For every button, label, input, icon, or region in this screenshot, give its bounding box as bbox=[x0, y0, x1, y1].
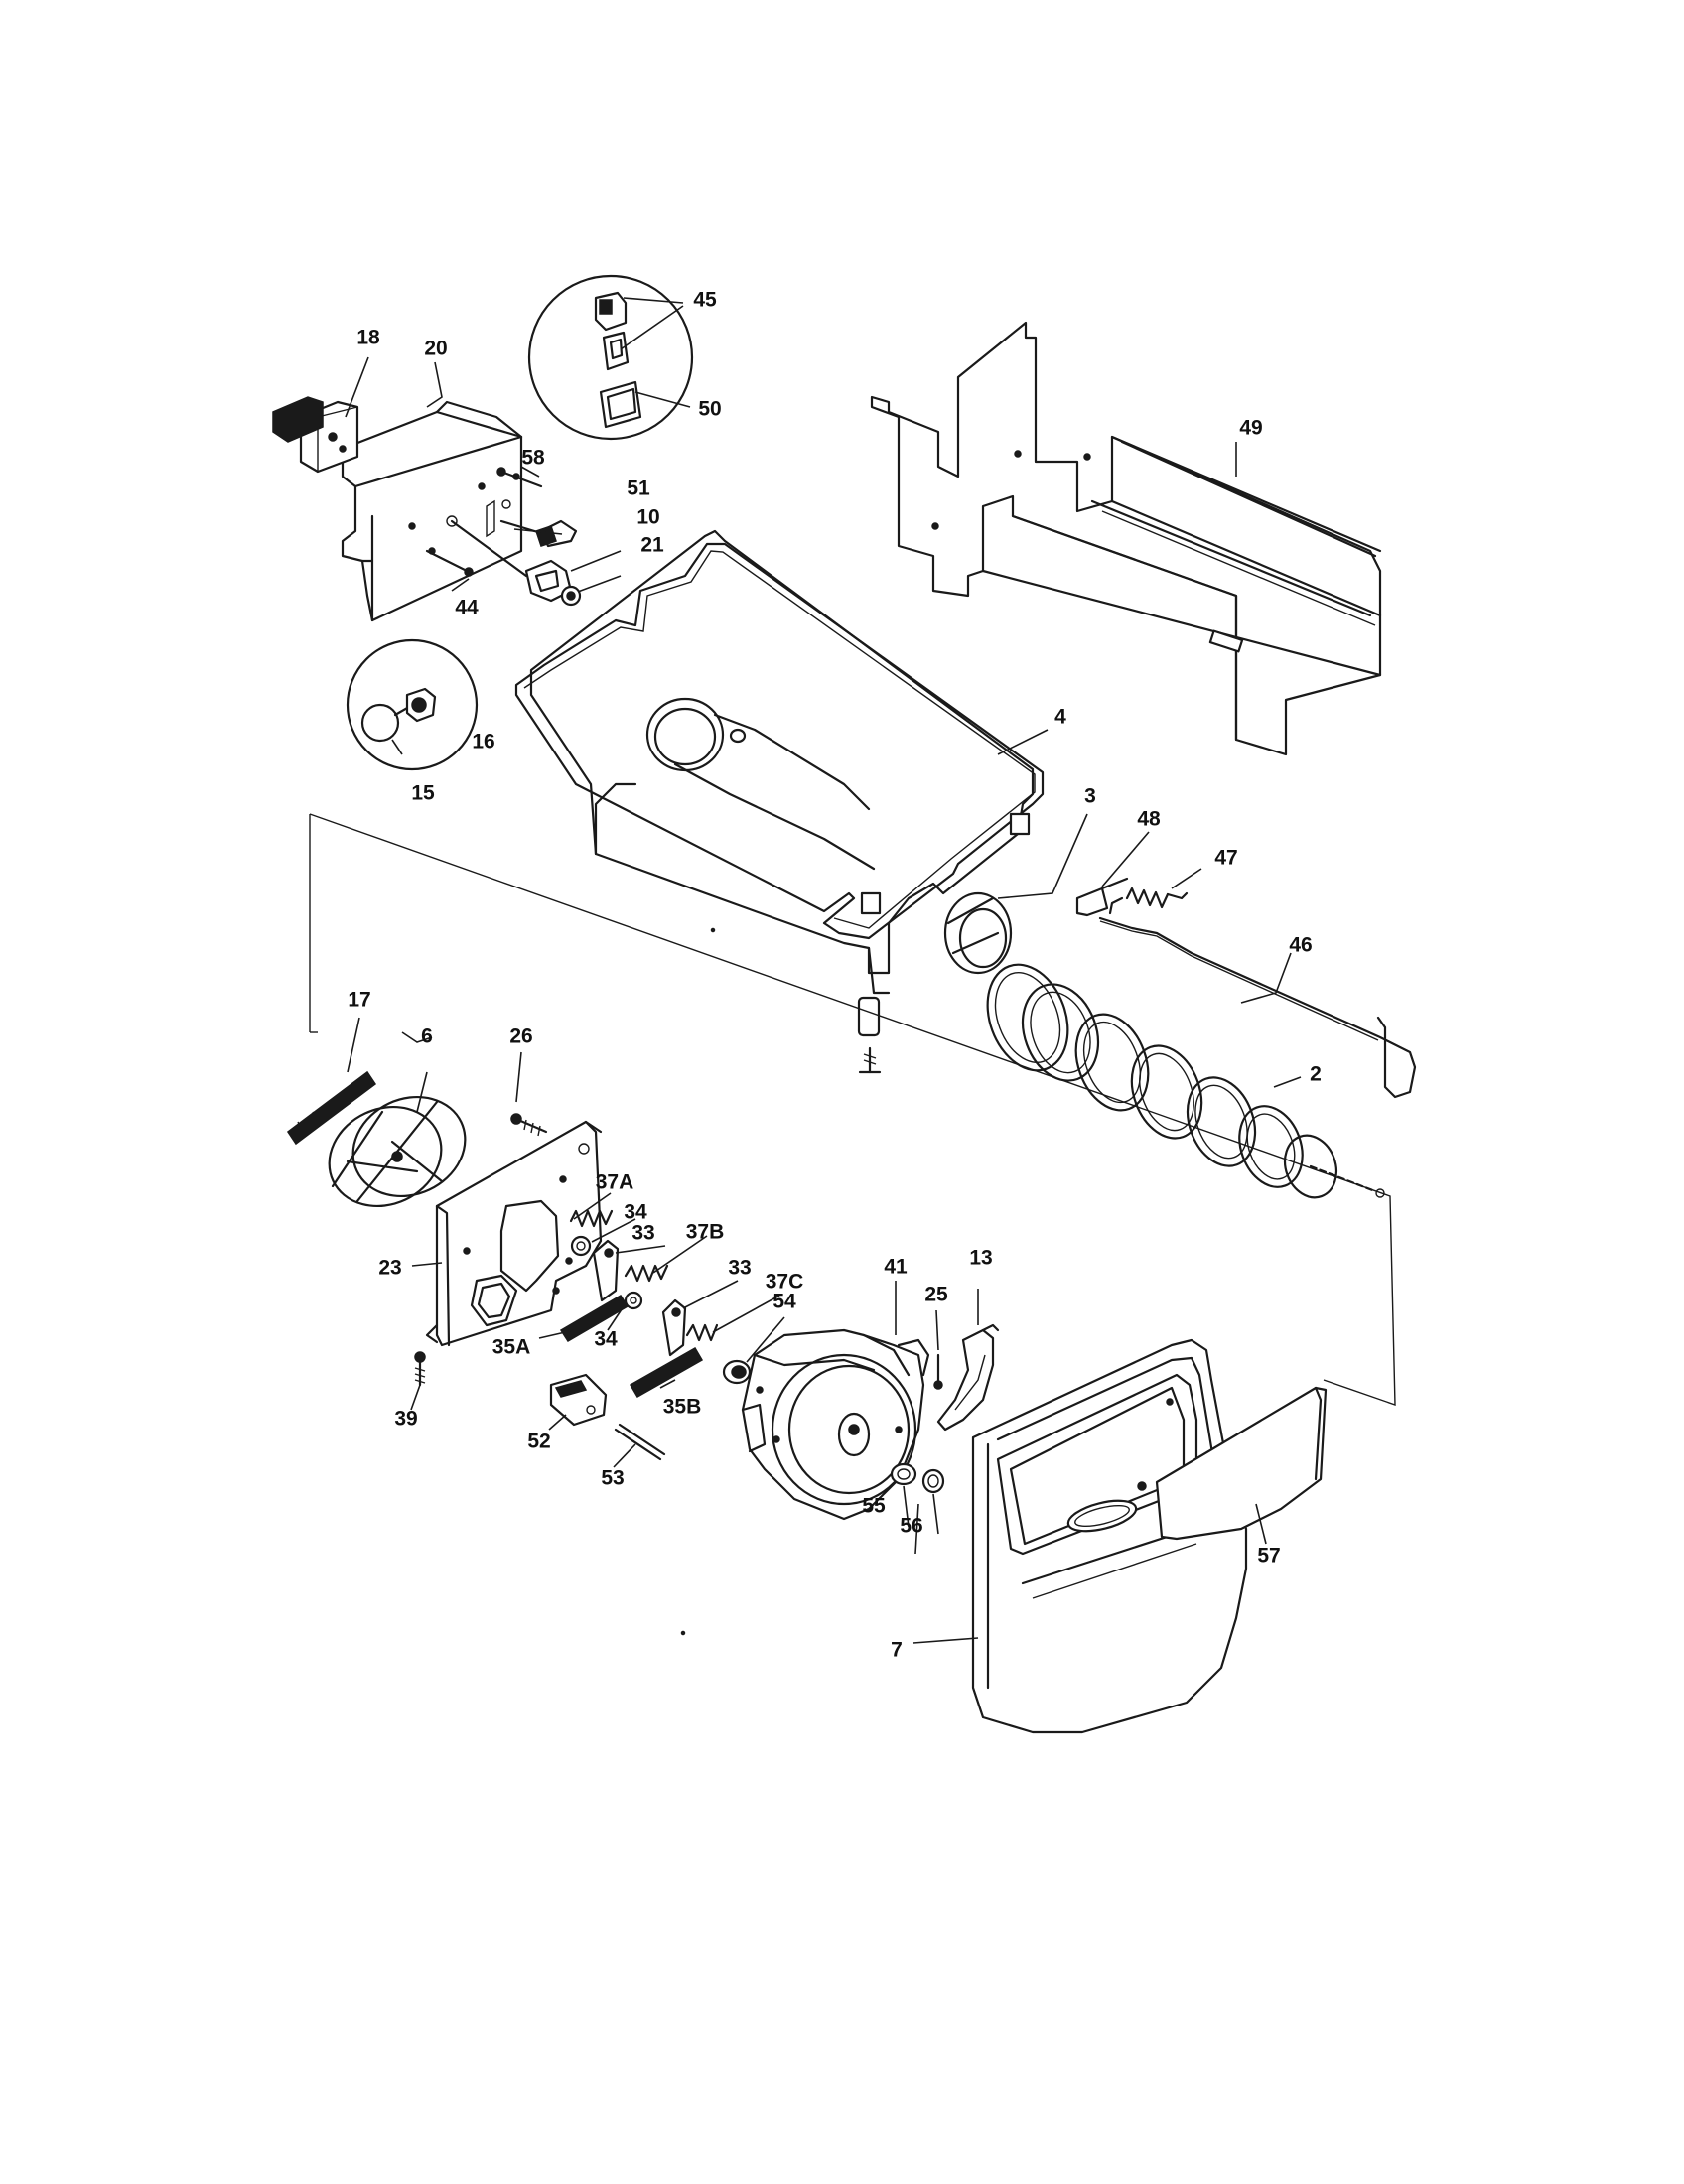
callout-4: 4 bbox=[1054, 706, 1066, 729]
part-49-bracket bbox=[870, 321, 1382, 756]
callout-48: 48 bbox=[1137, 808, 1161, 831]
callout-34b: 34 bbox=[594, 1328, 618, 1351]
part-44-screw bbox=[425, 549, 474, 577]
callout-33a: 33 bbox=[632, 1222, 654, 1245]
callout-26: 26 bbox=[509, 1025, 532, 1048]
callout-46: 46 bbox=[1289, 934, 1312, 957]
callout-49: 49 bbox=[1239, 417, 1262, 440]
callout-17: 17 bbox=[348, 989, 370, 1012]
callout-58: 58 bbox=[521, 447, 545, 470]
callout-41: 41 bbox=[884, 1256, 908, 1279]
part-54-bushing bbox=[722, 1359, 752, 1385]
callout-47: 47 bbox=[1214, 847, 1237, 870]
part-33-lever-lower bbox=[661, 1298, 687, 1357]
part-2-auger-coil bbox=[986, 963, 1385, 1199]
callout-56: 56 bbox=[900, 1515, 922, 1538]
callout-35A: 35A bbox=[492, 1336, 531, 1359]
callout-53: 53 bbox=[601, 1467, 624, 1490]
part-6-wheel bbox=[328, 1095, 467, 1208]
leader-lines bbox=[345, 297, 1302, 1644]
part-47-spring bbox=[1108, 887, 1189, 915]
callout-51: 51 bbox=[627, 478, 650, 500]
callout-21: 21 bbox=[640, 534, 664, 557]
part-58-screw bbox=[496, 467, 543, 488]
callout-15: 15 bbox=[411, 782, 435, 805]
part-18-switch-block bbox=[272, 396, 359, 474]
callout-23: 23 bbox=[378, 1257, 401, 1280]
callout-3: 3 bbox=[1084, 785, 1096, 808]
callout-44: 44 bbox=[455, 597, 479, 619]
part-37B-spring bbox=[624, 1264, 669, 1283]
callout-7: 7 bbox=[891, 1639, 903, 1662]
callout-37C: 37C bbox=[766, 1271, 804, 1294]
callout-35B: 35B bbox=[663, 1396, 702, 1419]
part-25-screw bbox=[933, 1353, 943, 1390]
detail-circle-45-50 bbox=[527, 274, 694, 441]
part-51-connector bbox=[499, 519, 578, 548]
part-35B-gear-rack bbox=[629, 1346, 704, 1399]
callout-54: 54 bbox=[772, 1291, 796, 1313]
callout-6: 6 bbox=[421, 1025, 433, 1048]
callout-2: 2 bbox=[1310, 1063, 1322, 1086]
callout-13: 13 bbox=[969, 1247, 992, 1270]
part-37A-spring bbox=[569, 1209, 614, 1228]
part-20-mounting-plate bbox=[341, 400, 523, 622]
part-3-ring bbox=[943, 891, 1013, 975]
callout-39: 39 bbox=[394, 1408, 417, 1431]
part-17-brush bbox=[286, 1070, 377, 1146]
part-21-nut bbox=[560, 585, 582, 607]
callout-20: 20 bbox=[424, 338, 447, 360]
part-26-screw bbox=[510, 1113, 548, 1137]
callout-37A: 37A bbox=[596, 1171, 634, 1194]
callout-labels: 2 3 4 6 7 10 13 15 16 17 18 20 21 23 25 … bbox=[348, 289, 1322, 1662]
part-34-washer-lower bbox=[624, 1291, 643, 1310]
callout-52: 52 bbox=[527, 1431, 550, 1453]
callout-10: 10 bbox=[636, 506, 659, 529]
part-57-door bbox=[1155, 1386, 1328, 1541]
part-53-pin bbox=[614, 1423, 666, 1461]
part-41-motor-housing bbox=[741, 1328, 930, 1521]
part-46-wire-arm bbox=[1098, 916, 1417, 1099]
detail-circle-15-16 bbox=[346, 638, 479, 771]
part-52-block bbox=[549, 1373, 608, 1427]
callout-18: 18 bbox=[356, 327, 380, 349]
part-39-screw bbox=[414, 1351, 426, 1387]
callout-37B: 37B bbox=[686, 1221, 725, 1244]
part-56-ring bbox=[921, 1468, 945, 1494]
callout-16: 16 bbox=[472, 731, 494, 753]
callout-45: 45 bbox=[693, 289, 717, 312]
part-13-shield bbox=[936, 1323, 1000, 1432]
callout-55: 55 bbox=[862, 1495, 886, 1518]
callout-34a: 34 bbox=[624, 1201, 647, 1224]
callout-25: 25 bbox=[924, 1284, 948, 1306]
part-4-ice-container bbox=[514, 529, 1045, 1074]
part-7-front-cover bbox=[971, 1338, 1248, 1734]
part-23-plate bbox=[425, 1120, 603, 1347]
assembly-outline bbox=[309, 813, 1396, 1406]
part-55-washer bbox=[890, 1462, 917, 1486]
callout-57: 57 bbox=[1257, 1545, 1280, 1568]
part-34-washer-upper bbox=[570, 1235, 592, 1257]
part-33-lever-upper bbox=[592, 1239, 620, 1302]
callout-33b: 33 bbox=[728, 1257, 751, 1280]
callout-50: 50 bbox=[698, 398, 721, 421]
part-37C-spring bbox=[685, 1323, 719, 1342]
part-48-bracket bbox=[1075, 877, 1129, 917]
